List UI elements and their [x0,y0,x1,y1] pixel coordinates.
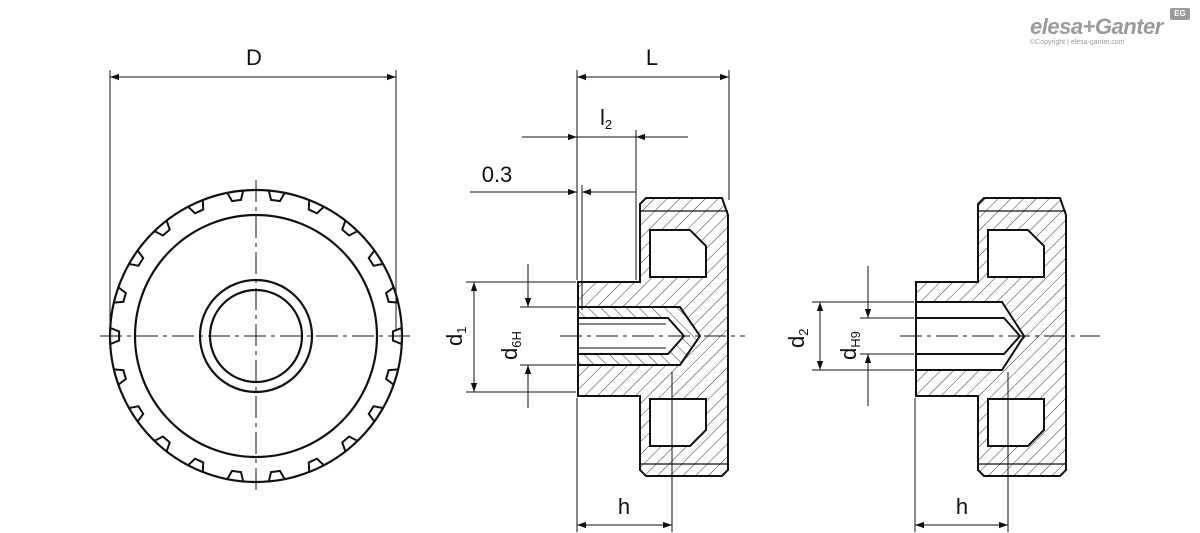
dimension-d6H-label: d6H [497,331,524,360]
section1-dimensions [466,70,745,532]
dimension-dH9-label: dH9 [836,331,863,360]
knurl-tooth [267,469,286,482]
knurl-tooth [367,249,384,267]
knob-inner-face [133,213,379,459]
section2-dimensions [812,266,1100,532]
knurl-tooth [128,249,145,267]
brand-badge: EG [1170,8,1190,20]
brand-name: elesa+Ganter [1030,14,1163,39]
knurl-tooth [341,435,358,452]
knurl-tooth [113,286,128,304]
knurl-tooth [154,435,171,452]
knurl-teeth [109,190,403,482]
knurl-tooth [154,220,171,237]
front-view [100,70,412,492]
knurl-tooth [113,368,128,386]
knurl-tooth [267,190,286,203]
knurl-tooth [128,405,145,423]
section-view-threaded [577,197,729,477]
dimension-h-left-label: h [618,494,630,519]
brand-copyright: ©Copyright | elesa-ganter.com [1030,39,1125,46]
knurl-tooth [384,286,399,304]
knurl-tooth [307,200,325,215]
knurl-tooth [226,190,245,203]
knurl-tooth [307,457,325,472]
dimension-h-right-label: h [956,494,968,519]
knurl-tooth [367,405,384,423]
knurl-tooth [187,200,205,215]
knurl-tooth [341,220,358,237]
dimension-offset-label: 0.3 [482,162,513,187]
dimension-D-label: D [246,45,262,70]
dimension-l2-label: l2 [600,105,612,132]
brand-logo: elesa+Ganter ©Copyright | elesa-ganter.c… [1012,8,1192,48]
knurl-tooth [187,457,205,472]
section-view-bore [915,197,1067,477]
knurl-tooth [226,469,245,482]
dimension-L-label: L [646,45,658,70]
dimension-d1-label: d1 [442,327,469,346]
dimension-d2-label: d2 [784,329,811,348]
knurl-tooth [384,368,399,386]
